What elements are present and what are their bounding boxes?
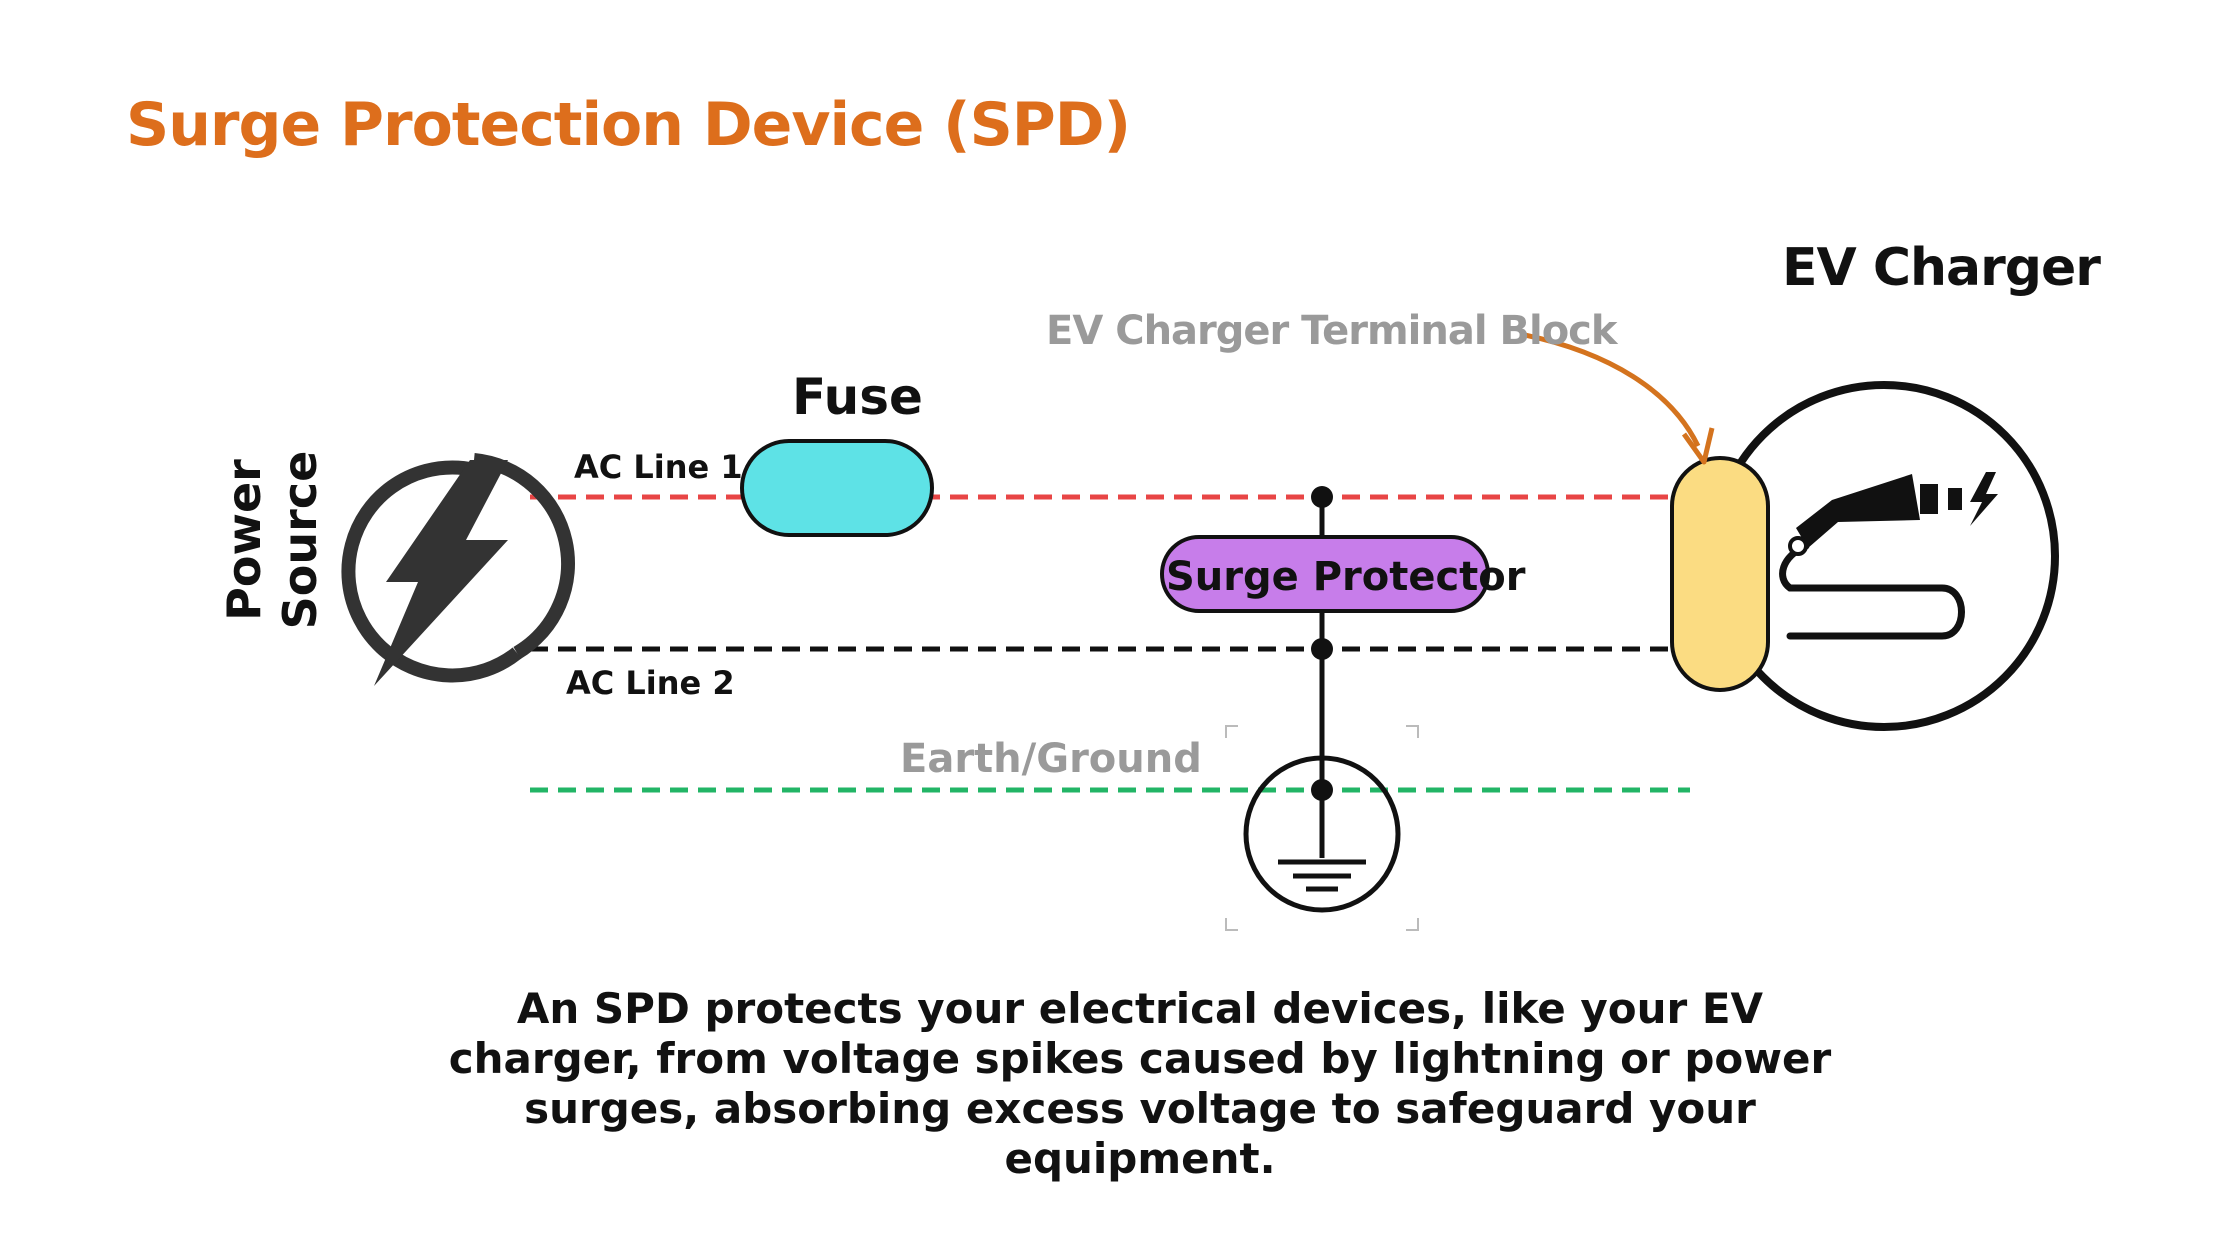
ground-symbol-icon: [1225, 725, 1419, 931]
page-title: Surge Protection Device (SPD): [126, 90, 1131, 160]
lightning-bolt-icon: [341, 453, 575, 686]
description-text: An SPD protects your electrical devices,…: [448, 984, 1832, 1183]
ev-charger-label: EV Charger: [1782, 238, 2101, 298]
junction-dot-line-1: [1311, 486, 1333, 508]
fuse-label: Fuse: [792, 368, 923, 426]
earth-ground-label: Earth/Ground: [900, 736, 1202, 782]
terminal-block-element: [1670, 456, 1770, 692]
terminal-arrow: [1519, 331, 1715, 465]
surge-protector-label: Surge Protector: [1166, 554, 1526, 600]
ev-plug-icon: [1779, 472, 1998, 640]
surge-protector-element: [1160, 535, 1490, 613]
ac-line-1-label: AC Line 1: [574, 448, 743, 486]
power-source-label: Power Source: [217, 450, 327, 630]
fuse-element: [740, 439, 934, 537]
terminal-block-label: EV Charger Terminal Block: [1046, 308, 1617, 354]
junction-dot-line-2: [1311, 638, 1333, 660]
ac-line-2-label: AC Line 2: [566, 664, 735, 702]
